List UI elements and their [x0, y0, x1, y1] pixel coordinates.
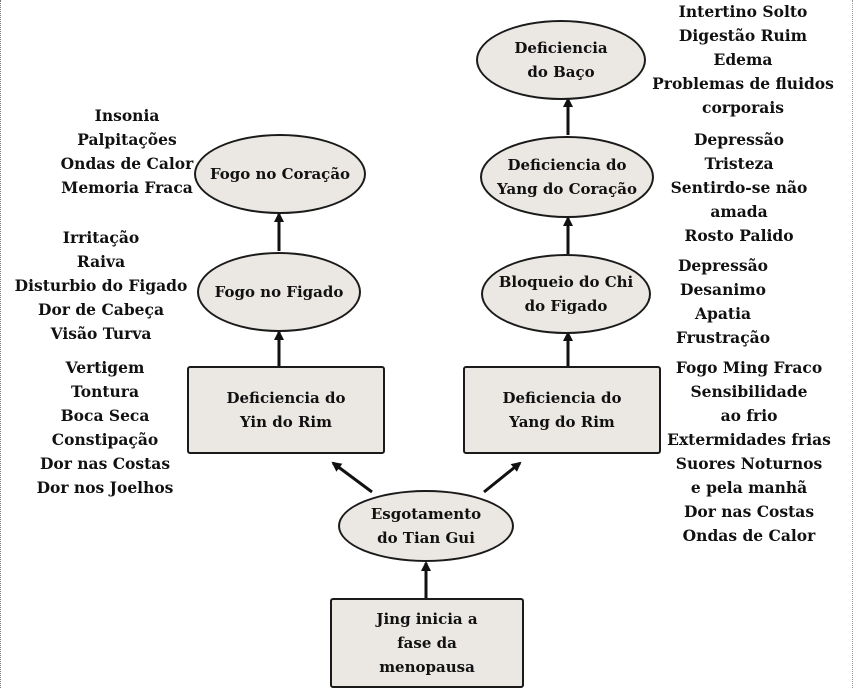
node-text-line: Fogo no Coração — [209, 165, 351, 183]
node-text-line: Yang do Coração — [496, 180, 638, 198]
symptom-item: Desanimo — [680, 280, 766, 299]
node-deficiencia-yin-rim: Deficiencia do Yin do Rim — [187, 366, 385, 454]
symptom-item: amada — [710, 202, 768, 221]
symptom-item: Tontura — [70, 382, 139, 401]
symptom-item: Frustração — [675, 328, 771, 347]
symptom-item: Palpitações — [77, 130, 177, 149]
node-text-line: Fogo no Figado — [214, 283, 344, 301]
symptom-item: Insonia — [94, 106, 160, 125]
symptoms-fogo-figado: Irritação Raiva Disturbio do Figado Dor … — [4, 226, 198, 346]
symptom-item: ao frio — [720, 406, 778, 425]
symptom-item: Suores Noturnos — [675, 454, 823, 473]
arrow-tian-gui-to-yang-rim — [483, 461, 522, 494]
node-text-line: Bloqueio do Chi — [498, 273, 634, 291]
symptom-item: Depressão — [693, 130, 784, 149]
symptoms-yang-coracao: Depressão Tristeza Sentirdo-se não amada… — [642, 128, 836, 248]
symptom-item: Visão Turva — [50, 324, 152, 343]
symptom-item: Dor de Cabeça — [38, 300, 164, 319]
symptom-item: Ondas de Calor — [60, 154, 194, 173]
symptom-item: Vertigem — [65, 358, 145, 377]
symptom-item: Constipação — [51, 430, 159, 449]
symptom-item: Disturbio do Figado — [14, 276, 188, 295]
symptom-item: Sentirdo-se não — [670, 178, 808, 197]
node-deficiencia-yang-rim: Deficiencia do Yang do Rim — [463, 366, 661, 454]
node-text-line: Esgotamento — [370, 505, 482, 523]
symptom-item: Dor nas Costas — [683, 502, 815, 521]
symptom-item: Depressão — [677, 256, 768, 275]
symptoms-fogo-coracao: Insonia Palpitações Ondas de Calor Memor… — [30, 104, 224, 200]
symptom-item: e pela manhã — [690, 478, 808, 497]
node-text-line: fase da — [397, 634, 457, 652]
node-fogo-no-figado: Fogo no Figado — [197, 252, 361, 332]
frame-right-border — [852, 0, 853, 688]
symptoms-yin-rim: Vertigem Tontura Boca Seca Constipação D… — [8, 356, 202, 500]
symptoms-deficiencia-baco: Intertino Solto Digestão Ruim Edema Prob… — [646, 0, 840, 120]
symptoms-bloqueio-chi: Depressão Desanimo Apatia Frustração — [636, 254, 810, 350]
node-deficiencia-baco: Deficiencia do Baço — [476, 20, 646, 100]
symptom-item: corporais — [702, 98, 784, 117]
symptom-item: Dor nas Costas — [39, 454, 171, 473]
node-text-line: Jing inicia a — [376, 610, 478, 628]
node-text-line: Deficiencia — [514, 39, 608, 57]
node-bloqueio-chi-figado: Bloqueio do Chi do Figado — [481, 254, 651, 334]
symptom-item: Digestão Ruim — [678, 26, 808, 45]
node-deficiencia-yang-coracao: Deficiencia do Yang do Coração — [480, 136, 654, 218]
arrow-tian-gui-to-yin-rim — [331, 461, 373, 494]
symptom-item: Rosto Palido — [684, 226, 794, 245]
node-text-line: Yin do Rim — [239, 413, 333, 431]
symptom-item: Problemas de fluidos — [652, 74, 834, 93]
symptom-item: Tristeza — [704, 154, 774, 173]
symptom-item: Ondas de Calor — [682, 526, 816, 545]
node-text-line: menopausa — [379, 658, 475, 676]
symptom-item: Boca Seca — [60, 406, 150, 425]
symptom-item: Extermidades frias — [667, 430, 831, 449]
node-text-line: do Tian Gui — [377, 529, 475, 547]
node-text-line: do Figado — [524, 297, 608, 315]
symptom-item: Apatia — [695, 304, 751, 323]
symptom-item: Irritação — [62, 228, 140, 247]
node-text-line: do Baço — [527, 63, 595, 81]
symptom-item: Dor nos Joelhos — [36, 478, 174, 497]
symptom-item: Sensibilidade — [690, 382, 808, 401]
node-text-line: Yang do Rim — [509, 413, 615, 431]
symptom-item: Edema — [713, 50, 773, 69]
node-text-line: Deficiencia do — [226, 389, 346, 407]
symptom-item: Memoria Fraca — [61, 178, 193, 197]
node-fogo-no-coracao: Fogo no Coração — [194, 134, 366, 214]
node-esgotamento-tian-gui: Esgotamento do Tian Gui — [338, 490, 514, 562]
symptom-item: Intertino Solto — [678, 2, 808, 21]
frame-left-border — [0, 0, 1, 688]
node-text-line: Deficiencia do — [502, 389, 622, 407]
symptoms-yang-rim: Fogo Ming Fraco Sensibilidade ao frio Ex… — [652, 356, 846, 548]
node-text-line: Deficiencia do — [507, 156, 627, 174]
symptom-item: Fogo Ming Fraco — [675, 358, 823, 377]
symptom-item: Raiva — [76, 252, 126, 271]
node-jing-menopausa: Jing inicia a fase da menopausa — [330, 598, 524, 688]
